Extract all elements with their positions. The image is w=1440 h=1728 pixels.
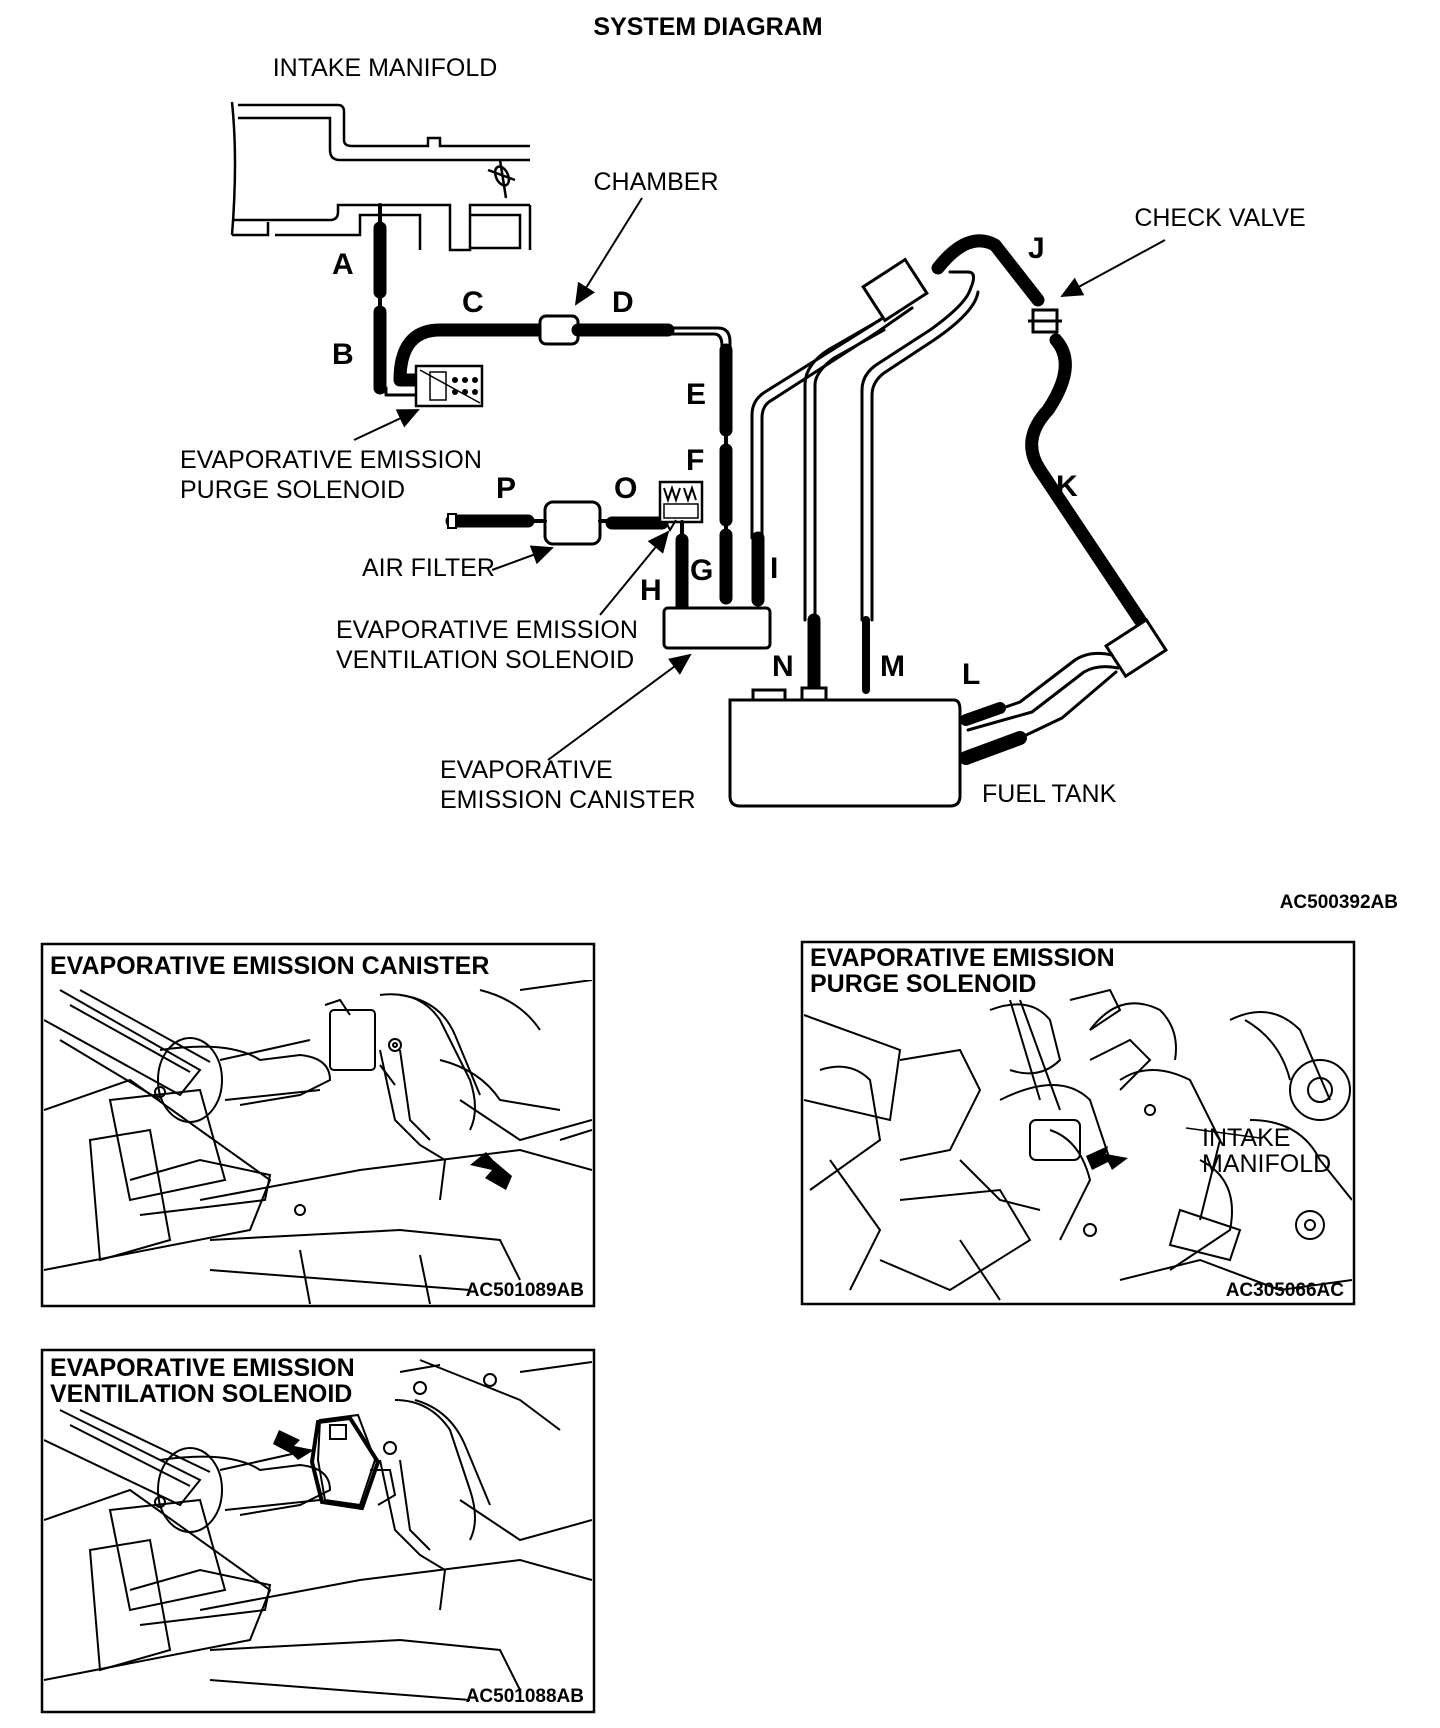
hose-letter-o: O (614, 472, 637, 505)
hose-letter-k: K (1056, 470, 1078, 503)
purge-solenoid-symbol (414, 364, 484, 408)
air-filter-label: AIR FILTER (362, 554, 495, 582)
hose-letter-m: M (880, 650, 905, 683)
fuel-tank-lines (728, 234, 1169, 808)
intake-manifold-drawing (230, 101, 532, 252)
purge-panel-code: AC305066AC (1226, 1280, 1345, 1301)
hose-letter-d: D (612, 286, 634, 319)
hose-letter-l: L (962, 658, 980, 691)
check-valve-label: CHECK VALVE (1134, 204, 1305, 232)
hose-letter-g: G (690, 554, 713, 587)
hose-letter-n: N (772, 650, 794, 683)
vent-panel-title-line1: EVAPORATIVE EMISSION (50, 1354, 355, 1382)
diagram-title: SYSTEM DIAGRAM (593, 13, 822, 41)
purge-panel-intake-callout-line2: MANIFOLD (1202, 1150, 1331, 1178)
vent-solenoid-label-line1: EVAPORATIVE EMISSION (336, 616, 638, 644)
hose-letter-c: C (462, 286, 484, 319)
purge-hoses (373, 203, 733, 605)
vent-panel-title-line2: VENTILATION SOLENOID (50, 1380, 352, 1408)
purge-panel-title-line2: PURGE SOLENOID (810, 970, 1036, 998)
purge-solenoid-location-panel (800, 940, 1356, 1306)
canister-label-line1: EVAPORATIVE (440, 756, 613, 784)
hose-letter-f: F (686, 444, 704, 477)
canister-location-panel (40, 942, 596, 1308)
fuel-tank-shape (728, 698, 962, 808)
vent-solenoid-label-line2: VENTILATION SOLENOID (336, 646, 634, 674)
canister-panel-title: EVAPORATIVE EMISSION CANISTER (50, 952, 489, 980)
hose-letter-i: I (770, 552, 778, 585)
chamber-label: CHAMBER (593, 168, 718, 196)
purge-panel-title-line1: EVAPORATIVE EMISSION (810, 944, 1115, 972)
hose-letter-h: H (640, 574, 662, 607)
purge-solenoid-label-line1: EVAPORATIVE EMISSION (180, 446, 482, 474)
intake-manifold-label: INTAKE MANIFOLD (273, 54, 498, 82)
vent-panel-code: AC501088AB (466, 1686, 584, 1707)
hose-letter-j: J (1028, 232, 1045, 265)
hose-letter-e: E (686, 378, 706, 411)
vent-solenoid-and-filter (445, 480, 704, 617)
canister-panel-code: AC501089AB (466, 1280, 584, 1301)
diagram-figure-code: AC500392AB (1280, 892, 1398, 913)
purge-panel-intake-callout-line1: INTAKE (1202, 1124, 1290, 1152)
purge-solenoid-label-line2: PURGE SOLENOID (180, 476, 405, 504)
vent-solenoid-location-panel (40, 1348, 596, 1714)
canister-shape (662, 606, 772, 650)
hose-letter-a: A (332, 248, 354, 281)
fuel-tank-label: FUEL TANK (982, 780, 1117, 808)
hose-letter-b: B (332, 338, 354, 371)
hose-letter-p: P (496, 472, 516, 505)
canister-label-line2: EMISSION CANISTER (440, 786, 696, 814)
